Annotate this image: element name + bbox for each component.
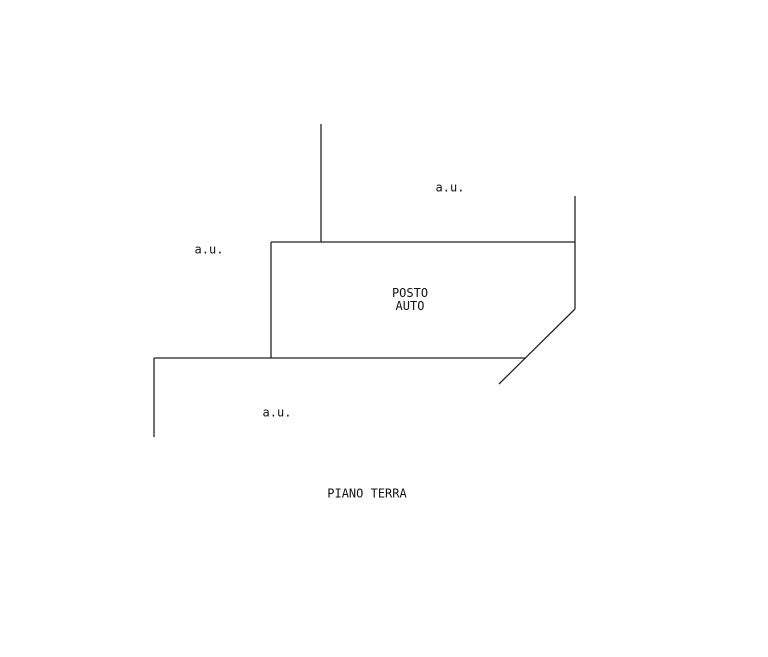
posto-line1: POSTO: [391, 286, 429, 300]
label-au-bottom: a.u.: [262, 405, 292, 420]
label-au-left: a.u.: [194, 242, 224, 257]
floor-title: PIANO TERRA: [327, 486, 407, 501]
label-posto-auto: POSTO AUTO: [392, 287, 428, 313]
label-au-top: a.u.: [435, 180, 465, 195]
wall-diagonal: [498, 308, 576, 385]
posto-line2: AUTO: [395, 299, 425, 313]
